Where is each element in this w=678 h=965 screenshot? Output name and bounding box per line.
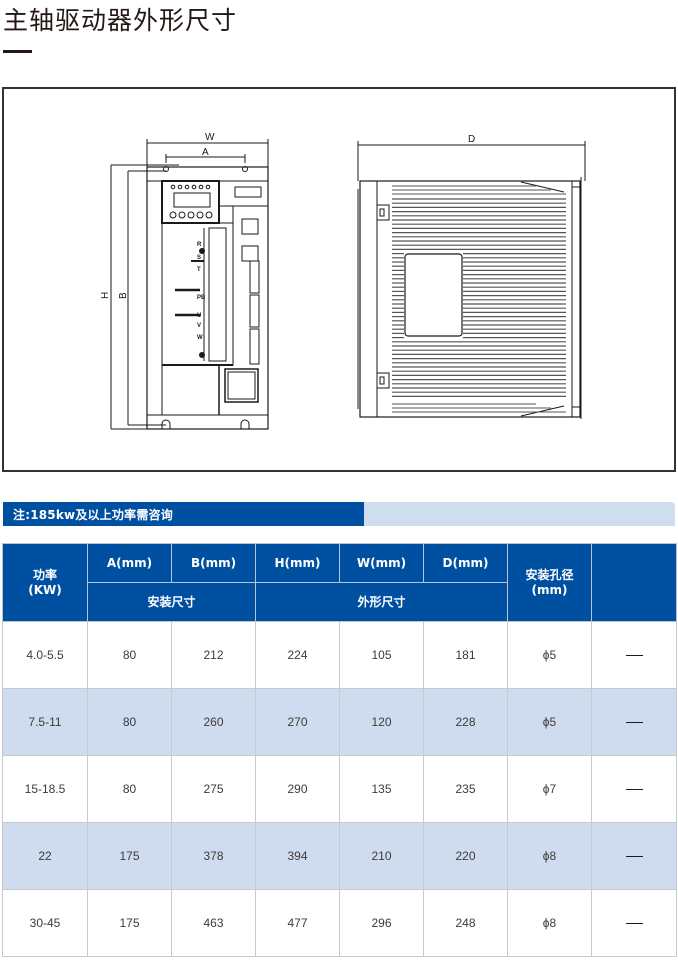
- cell-B: 378: [171, 822, 256, 890]
- label-H: H: [100, 292, 111, 299]
- header-power-line2: (KW): [28, 582, 62, 597]
- cell-B: 260: [171, 688, 256, 756]
- table-row: 30-45 175 463 477 296 248 ϕ8: [2, 889, 677, 957]
- cell-H: 290: [255, 755, 340, 823]
- table-row: 7.5-11 80 260 270 120 228 ϕ5: [2, 688, 677, 756]
- dash-icon: [625, 923, 643, 925]
- header-group-mount: 安装尺寸: [87, 582, 256, 622]
- cell-power: 4.0-5.5: [2, 621, 88, 689]
- header-B: B(mm): [171, 543, 256, 583]
- cell-power: 7.5-11: [2, 688, 88, 756]
- header-A: A(mm): [87, 543, 172, 583]
- cell-A: 80: [87, 621, 172, 689]
- dash-icon: [625, 722, 643, 724]
- cell-last: [591, 688, 677, 756]
- cell-H: 477: [255, 889, 340, 957]
- svg-text:S: S: [197, 255, 201, 261]
- cell-D: 228: [423, 688, 508, 756]
- svg-text:W: W: [197, 335, 203, 341]
- cell-H: 394: [255, 822, 340, 890]
- dash-icon: [625, 789, 643, 791]
- note-text: 注:185kw及以上功率需咨询: [13, 507, 173, 522]
- cell-H: 270: [255, 688, 340, 756]
- cell-W: 120: [339, 688, 424, 756]
- header-group-outline: 外形尺寸: [255, 582, 508, 622]
- header-hole: 安装孔径 (mm): [507, 543, 592, 622]
- cell-hole: ϕ5: [507, 688, 592, 756]
- header-H: H(mm): [255, 543, 340, 583]
- header-power: 功率 (KW): [2, 543, 88, 622]
- header-D: D(mm): [423, 543, 508, 583]
- title-underline: [3, 50, 32, 53]
- cell-hole: ϕ5: [507, 621, 592, 689]
- dimension-table: 功率 (KW) A(mm) B(mm) H(mm) W(mm) D(mm) 安装…: [2, 543, 677, 957]
- cell-A: 175: [87, 822, 172, 890]
- cell-power: 15-18.5: [2, 755, 88, 823]
- cell-last: [591, 822, 677, 890]
- page-title: 主轴驱动器外形尺寸: [3, 6, 238, 35]
- cell-hole: ϕ8: [507, 822, 592, 890]
- cell-B: 275: [171, 755, 256, 823]
- label-A: A: [202, 147, 209, 158]
- cell-H: 224: [255, 621, 340, 689]
- cell-hole: ϕ8: [507, 889, 592, 957]
- cell-power: 30-45: [2, 889, 88, 957]
- table-row: 4.0-5.5 80 212 224 105 181 ϕ5: [2, 621, 677, 689]
- svg-text:R: R: [197, 242, 202, 248]
- header-hole-line1: 安装孔径: [525, 567, 574, 582]
- note-bar-fill: 注:185kw及以上功率需咨询: [3, 502, 364, 526]
- cell-D: 181: [423, 621, 508, 689]
- cell-A: 80: [87, 688, 172, 756]
- table-row: 22 175 378 394 210 220 ϕ8: [2, 822, 677, 890]
- cell-last: [591, 621, 677, 689]
- dash-icon: [625, 856, 643, 858]
- header-last: [591, 543, 677, 622]
- cell-last: [591, 755, 677, 823]
- svg-text:T: T: [197, 267, 201, 273]
- cell-W: 296: [339, 889, 424, 957]
- table-row: 15-18.5 80 275 290 135 235 ϕ7: [2, 755, 677, 823]
- label-D: D: [468, 134, 475, 145]
- cell-D: 235: [423, 755, 508, 823]
- cell-W: 210: [339, 822, 424, 890]
- note-bar: 注:185kw及以上功率需咨询: [3, 502, 675, 526]
- cell-power: 22: [2, 822, 88, 890]
- cell-B: 212: [171, 621, 256, 689]
- svg-text:PB: PB: [197, 295, 206, 301]
- label-B: B: [118, 292, 129, 299]
- cell-A: 175: [87, 889, 172, 957]
- cell-hole: ϕ7: [507, 755, 592, 823]
- svg-text:V: V: [197, 323, 201, 329]
- cell-D: 248: [423, 889, 508, 957]
- cell-last: [591, 889, 677, 957]
- header-hole-line2: (mm): [531, 582, 568, 597]
- label-W: W: [205, 132, 215, 143]
- header-power-line1: 功率: [32, 567, 57, 582]
- header-W: W(mm): [339, 543, 424, 583]
- cell-A: 80: [87, 755, 172, 823]
- dash-icon: [625, 655, 643, 657]
- cell-D: 220: [423, 822, 508, 890]
- cell-W: 105: [339, 621, 424, 689]
- cell-B: 463: [171, 889, 256, 957]
- svg-text:U: U: [197, 313, 201, 319]
- cell-W: 135: [339, 755, 424, 823]
